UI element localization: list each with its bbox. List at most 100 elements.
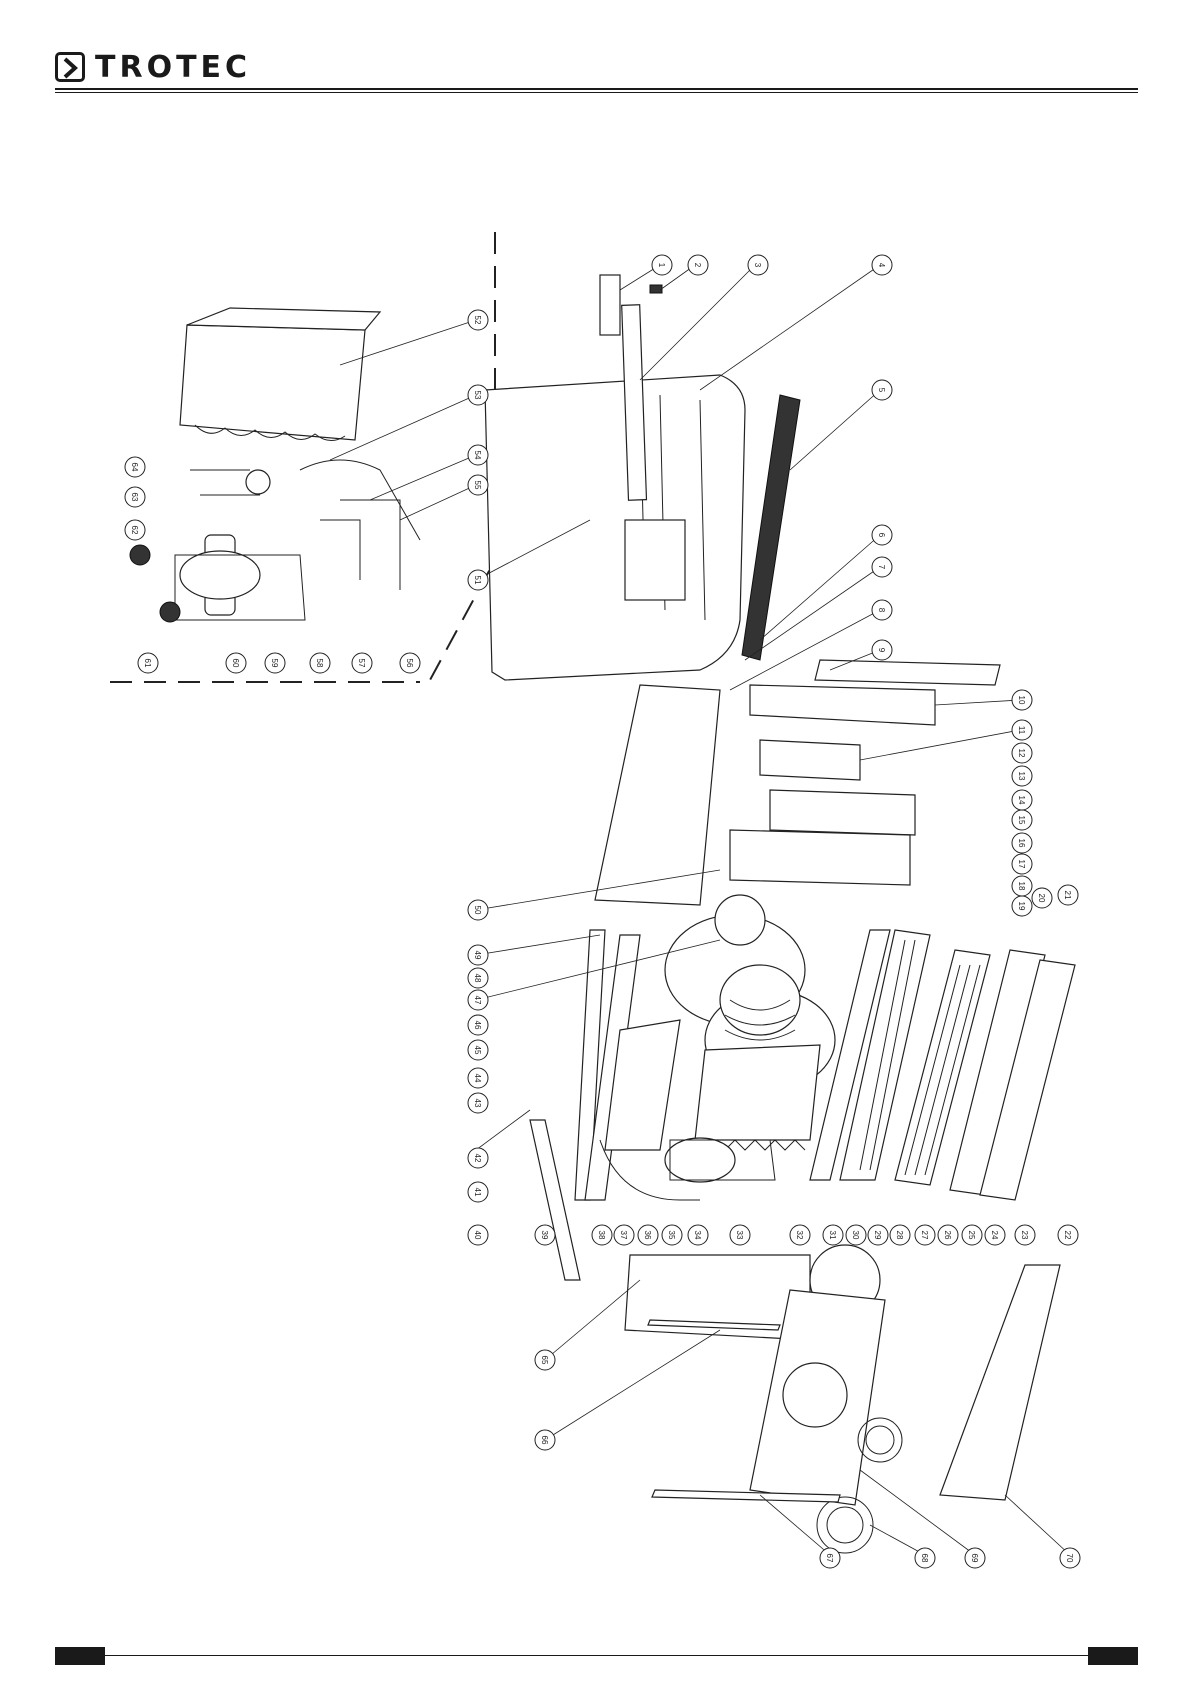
callout-number: 14 [1017, 796, 1026, 805]
callout-54: 54 [468, 445, 488, 465]
callout-number: 37 [619, 1231, 628, 1240]
callout-number: 18 [1017, 882, 1026, 891]
callout-4: 4 [872, 255, 892, 275]
callout-64: 64 [125, 457, 145, 477]
top-cover [485, 305, 745, 680]
callout-number: 60 [231, 659, 240, 668]
callout-number: 67 [825, 1554, 834, 1563]
callout-23: 23 [1015, 1225, 1035, 1245]
callout-number: 55 [473, 481, 482, 490]
callout-number: 33 [735, 1231, 744, 1240]
callout-57: 57 [352, 653, 372, 673]
callout-63: 63 [125, 487, 145, 507]
callout-number: 64 [130, 463, 139, 472]
callout-70: 70 [1060, 1548, 1080, 1568]
callout-number: 40 [473, 1231, 482, 1240]
callout-46: 46 [468, 1015, 488, 1035]
callout-number: 61 [143, 659, 152, 668]
callout-number: 22 [1063, 1231, 1072, 1240]
callout-number: 39 [540, 1231, 549, 1240]
callout-26: 26 [938, 1225, 958, 1245]
callout-number: 6 [877, 533, 886, 538]
callout-47: 47 [468, 990, 488, 1010]
callout-number: 28 [895, 1231, 904, 1240]
callout-number: 7 [877, 565, 886, 570]
footer-left-block [55, 1647, 105, 1665]
callout-number: 11 [1017, 726, 1026, 735]
callout-number: 63 [130, 493, 139, 502]
callout-number: 25 [967, 1231, 976, 1240]
callout-number: 21 [1063, 891, 1072, 900]
callout-number: 3 [753, 263, 762, 268]
callout-35: 35 [662, 1225, 682, 1245]
callout-37: 37 [614, 1225, 634, 1245]
callout-56: 56 [400, 653, 420, 673]
callout-number: 70 [1065, 1554, 1074, 1563]
callout-42: 42 [468, 1148, 488, 1168]
base-plates [625, 1245, 1060, 1553]
callout-44: 44 [468, 1068, 488, 1088]
callout-40: 40 [468, 1225, 488, 1245]
callout-number: 45 [473, 1046, 482, 1055]
callout-66: 66 [535, 1430, 555, 1450]
callout-2: 2 [688, 255, 708, 275]
callout-number: 19 [1017, 902, 1026, 911]
callout-number: 44 [473, 1074, 482, 1083]
callout-number: 57 [357, 659, 366, 668]
callout-number: 34 [693, 1231, 702, 1240]
callout-number: 8 [877, 608, 886, 613]
small-clip [650, 285, 662, 293]
callout-67: 67 [820, 1548, 840, 1568]
callout-7: 7 [872, 557, 892, 577]
callout-number: 32 [795, 1231, 804, 1240]
callout-number: 52 [473, 316, 482, 325]
callout-number: 41 [473, 1188, 482, 1197]
inset-compressor [130, 460, 420, 622]
callout-number: 17 [1017, 860, 1026, 869]
callout-34: 34 [688, 1225, 708, 1245]
crossflow-housing [810, 930, 1075, 1200]
callout-number: 69 [970, 1554, 979, 1563]
callout-53: 53 [468, 385, 488, 405]
callout-59: 59 [265, 653, 285, 673]
compressor [665, 1138, 735, 1182]
callout-51: 51 [468, 570, 488, 590]
callout-62: 62 [125, 520, 145, 540]
evaporator-coil [695, 1045, 820, 1150]
callout-10: 10 [1012, 690, 1032, 710]
callout-60: 60 [226, 653, 246, 673]
callout-11: 11 [1012, 720, 1032, 740]
callout-68: 68 [915, 1548, 935, 1568]
callout-19: 19 [1012, 896, 1032, 916]
callout-16: 16 [1012, 833, 1032, 853]
callout-number: 38 [597, 1231, 606, 1240]
callout-number: 26 [943, 1231, 952, 1240]
callout-55: 55 [468, 475, 488, 495]
side-panel [595, 685, 720, 905]
callout-8: 8 [872, 600, 892, 620]
callout-number: 48 [473, 974, 482, 983]
callout-39: 39 [535, 1225, 555, 1245]
callout-number: 47 [473, 996, 482, 1005]
callout-6: 6 [872, 525, 892, 545]
callout-13: 13 [1012, 766, 1032, 786]
callout-number: 58 [315, 659, 324, 668]
callout-45: 45 [468, 1040, 488, 1060]
callout-9: 9 [872, 640, 892, 660]
control-panel-label [600, 275, 620, 335]
callout-number: 56 [405, 659, 414, 668]
callout-number: 1 [657, 263, 666, 268]
callout-43: 43 [468, 1093, 488, 1113]
callout-30: 30 [846, 1225, 866, 1245]
callout-number: 43 [473, 1099, 482, 1108]
callout-41: 41 [468, 1182, 488, 1202]
callout-number: 2 [693, 263, 702, 268]
callout-50: 50 [468, 900, 488, 920]
callout-number: 35 [667, 1231, 676, 1240]
callout-32: 32 [790, 1225, 810, 1245]
callout-18: 18 [1012, 876, 1032, 896]
callout-number: 12 [1017, 749, 1026, 758]
callout-number: 46 [473, 1021, 482, 1030]
callout-25: 25 [962, 1225, 982, 1245]
